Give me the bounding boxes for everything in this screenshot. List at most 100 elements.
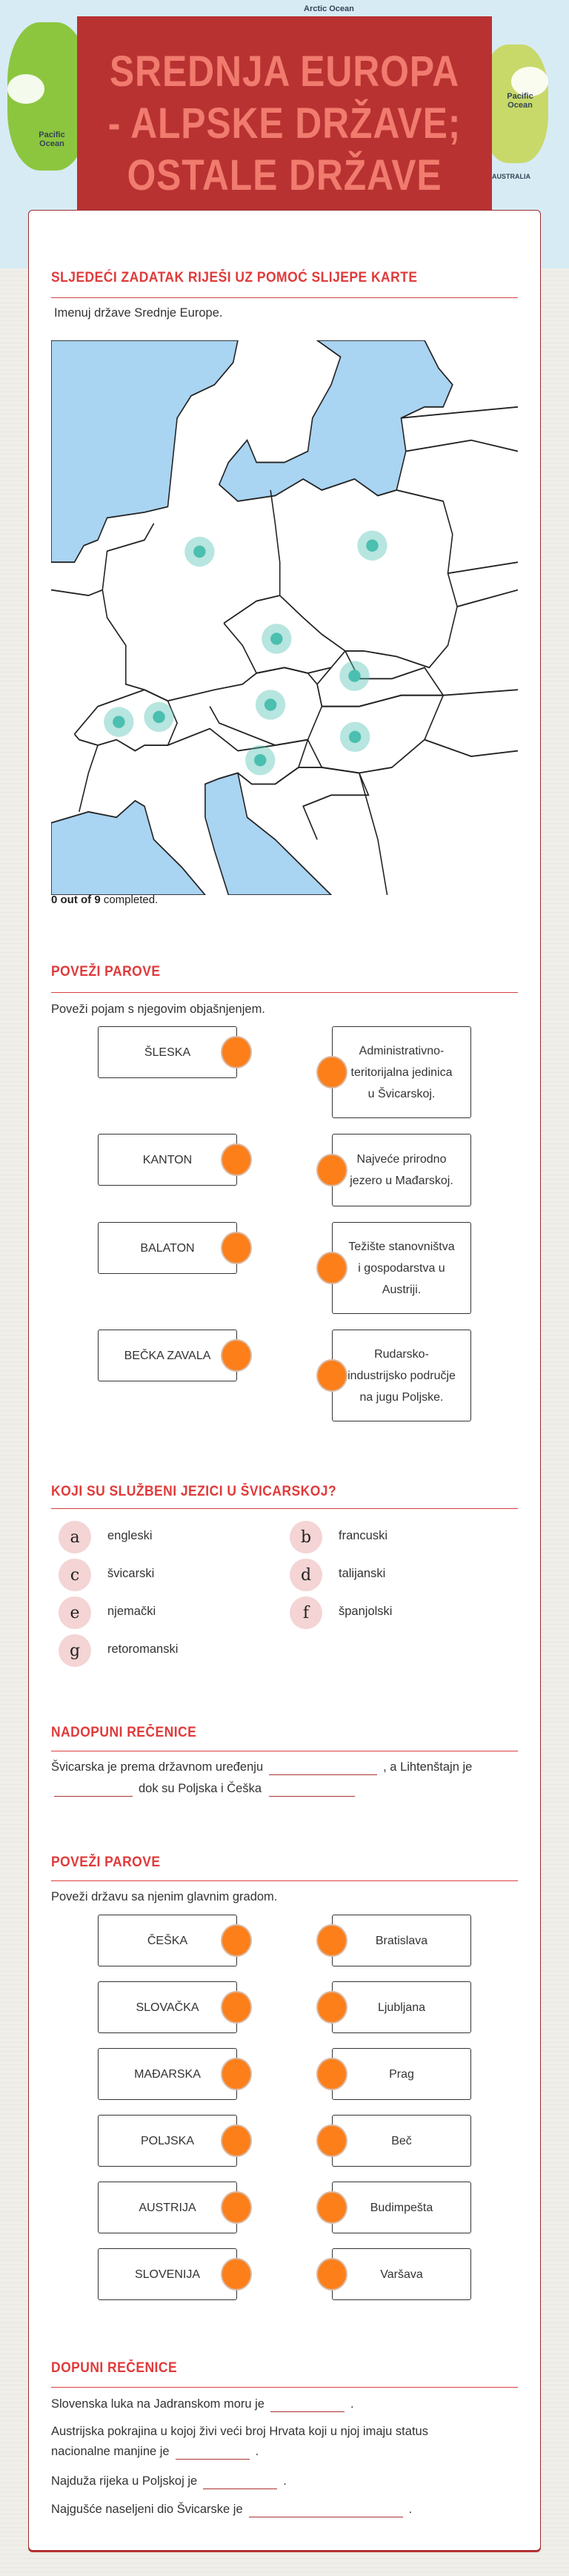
country-border xyxy=(447,561,519,575)
divider xyxy=(51,1880,518,1881)
option-letter[interactable]: e xyxy=(59,1596,91,1629)
connector-handle[interactable] xyxy=(316,1252,347,1284)
connector-handle[interactable] xyxy=(221,1036,252,1069)
pair-definition-box[interactable]: Najveće prirodno jezero u Mađarskoj. xyxy=(332,1134,471,1206)
connector-handle[interactable] xyxy=(221,1339,252,1372)
map-hotspot-dot[interactable] xyxy=(270,633,283,645)
option-letter[interactable]: c xyxy=(59,1559,91,1591)
map-hotspot-dot[interactable] xyxy=(153,710,165,724)
map-hotspot-dot[interactable] xyxy=(264,699,277,711)
option-letter[interactable]: b xyxy=(290,1521,322,1553)
capital-box[interactable]: Budimpešta xyxy=(332,2182,471,2233)
option-label[interactable]: francuski xyxy=(339,1529,388,1542)
page-title: SREDNJA EUROPA - ALPSKE DRŽAVE; OSTALE D… xyxy=(107,47,462,217)
sentence: Austrijska pokrajina u kojoj živi veći b… xyxy=(51,2425,428,2438)
europe-map xyxy=(50,340,519,896)
country-box[interactable]: ČEŠKA xyxy=(98,1915,237,1966)
cloud xyxy=(511,67,548,96)
connector-handle[interactable] xyxy=(221,2058,252,2090)
blank-input[interactable] xyxy=(248,2504,403,2517)
country-border xyxy=(405,439,519,452)
option-letter[interactable]: d xyxy=(290,1559,322,1591)
sentence-text: Slovenska luka na Jadranskom moru je xyxy=(51,2397,264,2411)
connector-handle[interactable] xyxy=(316,2191,347,2224)
connector-handle[interactable] xyxy=(316,1924,347,1957)
country-border xyxy=(345,489,458,669)
country-border xyxy=(359,773,388,896)
capital-box[interactable]: Varšava xyxy=(332,2248,471,2300)
connector-handle[interactable] xyxy=(221,1232,252,1264)
connector-handle[interactable] xyxy=(316,1359,347,1392)
connector-handle[interactable] xyxy=(221,1991,252,2024)
connector-handle[interactable] xyxy=(221,1924,252,1957)
option-letter[interactable]: f xyxy=(290,1596,322,1629)
country-border xyxy=(73,689,178,752)
connector-handle[interactable] xyxy=(316,1991,347,2024)
connector-handle[interactable] xyxy=(316,2058,347,2090)
country-border xyxy=(50,589,103,597)
country-box[interactable]: POLJSKA xyxy=(98,2115,237,2167)
section-title: Poveži parove xyxy=(51,964,161,980)
pair-term-box[interactable]: KANTON xyxy=(98,1134,237,1186)
country-border xyxy=(102,523,215,702)
option-letter[interactable]: g xyxy=(59,1634,91,1667)
map-hotspot-dot[interactable] xyxy=(348,730,362,744)
pair-definition-box[interactable]: Administrativno-teritorijalna jedinica u… xyxy=(332,1026,471,1118)
section-title: Sljedeći zadatak riješi uz pomoć slijepe… xyxy=(51,270,418,285)
blank-input[interactable] xyxy=(54,1783,133,1797)
map-hotspot-dot[interactable] xyxy=(348,670,361,682)
connector-handle[interactable] xyxy=(221,1143,252,1176)
map-hotspot-dot[interactable] xyxy=(254,754,267,767)
option-label[interactable]: engleski xyxy=(107,1529,153,1542)
country-border xyxy=(443,689,519,696)
capital-box[interactable]: Bratislava xyxy=(332,1915,471,1966)
option-label[interactable]: njemački xyxy=(107,1605,156,1618)
section-title: Koji su službeni jezici u Švicarskoj? xyxy=(51,1484,337,1499)
connector-handle[interactable] xyxy=(316,1154,347,1186)
pair-term-box[interactable]: BALATON xyxy=(98,1222,237,1274)
sentence: Najduža rijeka u Poljskoj je. xyxy=(51,2474,287,2489)
blank-input[interactable] xyxy=(203,2476,278,2489)
divider xyxy=(51,992,518,993)
connector-handle[interactable] xyxy=(316,2258,347,2291)
period: . xyxy=(255,2445,259,2458)
period: . xyxy=(408,2503,413,2516)
capital-box[interactable]: Ljubljana xyxy=(332,1981,471,2033)
country-box[interactable]: AUSTRIJA xyxy=(98,2182,237,2233)
progress-count: 0 out of 9 xyxy=(51,894,101,906)
option-label[interactable]: talijanski xyxy=(339,1567,386,1580)
country-box[interactable]: MAĐARSKA xyxy=(98,2048,237,2100)
progress-suffix: completed. xyxy=(100,894,159,906)
option-label[interactable]: švicarski xyxy=(107,1567,155,1580)
map-hotspot-dot[interactable] xyxy=(113,716,125,728)
country-box[interactable]: SLOVAČKA xyxy=(98,1981,237,2033)
pair-term-box[interactable]: ŠLESKA xyxy=(98,1026,237,1078)
country-box[interactable]: SLOVENIJA xyxy=(98,2248,237,2300)
blank-input[interactable] xyxy=(269,1783,355,1797)
connector-handle[interactable] xyxy=(221,2124,252,2157)
option-letter[interactable]: a xyxy=(59,1521,91,1553)
option-label[interactable]: retoromanski xyxy=(107,1642,179,1656)
pair-definition-box[interactable]: Rudarsko-industrijsko područje na jugu P… xyxy=(332,1330,471,1421)
connector-handle[interactable] xyxy=(316,2124,347,2157)
pair-term-box[interactable]: BEČKA ZAVALA xyxy=(98,1330,237,1381)
country-border xyxy=(307,694,445,774)
blank-input[interactable] xyxy=(269,1762,378,1775)
blank-input[interactable] xyxy=(175,2446,250,2460)
blank-input[interactable] xyxy=(270,2399,345,2412)
option-label[interactable]: španjolski xyxy=(339,1605,393,1618)
sentence-text: , a Lihtenštajn je xyxy=(383,1760,473,1774)
country-border xyxy=(401,406,519,419)
sentence-text: nacionalne manjine je xyxy=(51,2445,170,2458)
map-hotspot-dot[interactable] xyxy=(366,539,379,552)
connector-handle[interactable] xyxy=(316,1056,347,1089)
country-border xyxy=(456,589,519,607)
connector-handle[interactable] xyxy=(221,2258,252,2291)
connector-handle[interactable] xyxy=(221,2191,252,2224)
sea xyxy=(50,340,239,564)
pair-definition-box[interactable]: Težište stanovništva i gospodarstva u Au… xyxy=(332,1222,471,1314)
capital-box[interactable]: Prag xyxy=(332,2048,471,2100)
map-hotspot-dot[interactable] xyxy=(193,545,206,558)
sentence-text: dok su Poljska i Češka xyxy=(139,1782,262,1795)
capital-box[interactable]: Beč xyxy=(332,2115,471,2167)
